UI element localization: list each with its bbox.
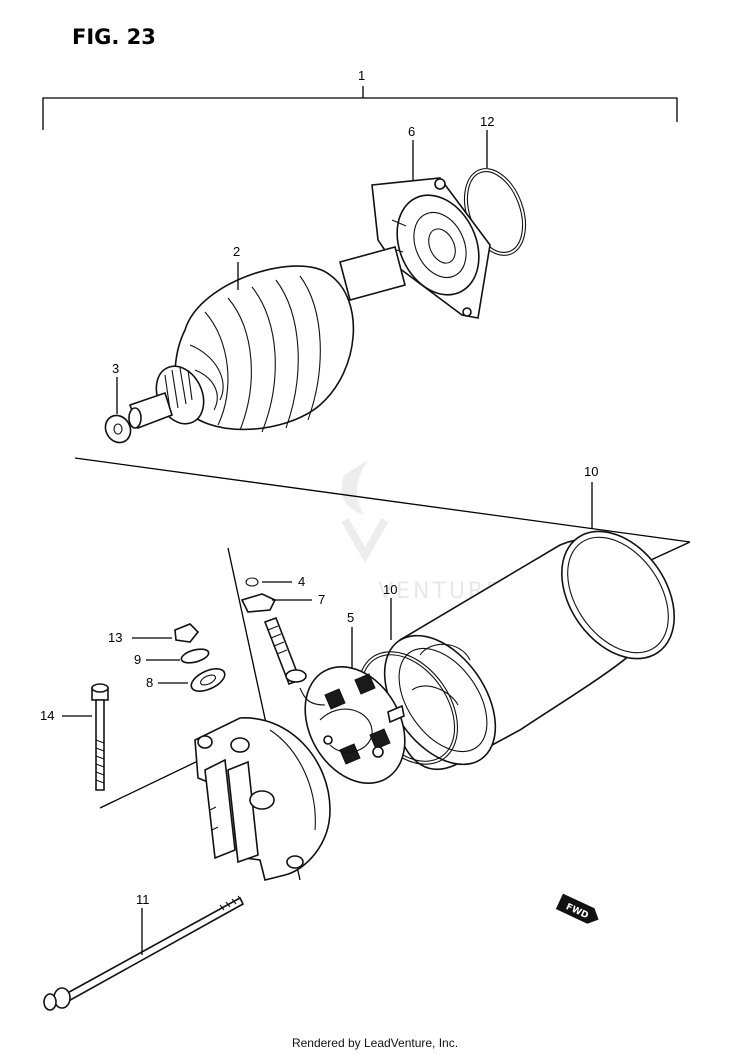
armature-2	[128, 246, 406, 433]
through-bolt-11	[43, 895, 245, 1011]
yoke-housing	[383, 530, 675, 771]
callout-10-upper: 10	[584, 464, 598, 479]
callout-11: 11	[136, 892, 150, 907]
plate-7	[240, 593, 277, 613]
bolt-14	[91, 683, 109, 791]
exploded-plane-line	[74, 457, 691, 543]
callout-13: 13	[108, 630, 122, 645]
footer-credit: Rendered by LeadVenture, Inc.	[291, 1036, 459, 1050]
callout-3: 3	[112, 361, 119, 376]
callout-8: 8	[146, 675, 153, 690]
terminal-bolt	[263, 616, 326, 706]
end-housing-6	[371, 177, 491, 319]
watermark-logo: VENTURE	[341, 460, 500, 604]
callout-6: 6	[408, 124, 415, 139]
washer-9	[180, 648, 210, 664]
callout-7: 7	[318, 592, 325, 607]
brush-holder-5	[304, 665, 406, 785]
callout-4: 4	[298, 574, 305, 589]
callout-1: 1	[358, 68, 365, 83]
callout-10-lower: 10	[383, 582, 397, 597]
nut-13	[174, 623, 200, 643]
insulator-8	[190, 668, 226, 692]
callout-5: 5	[347, 610, 354, 625]
assembly-bracket	[42, 86, 678, 130]
washer-3	[104, 414, 132, 444]
callout-12: 12	[480, 114, 494, 129]
callout-9: 9	[134, 652, 141, 667]
fwd-direction-badge: FWD	[555, 893, 599, 924]
callout-2: 2	[233, 244, 240, 259]
ring-4	[245, 577, 259, 587]
callout-14: 14	[40, 708, 54, 723]
end-cover	[194, 717, 331, 881]
figure-title: FIG. 23	[72, 25, 156, 49]
bolt-alignment-line	[99, 759, 201, 809]
